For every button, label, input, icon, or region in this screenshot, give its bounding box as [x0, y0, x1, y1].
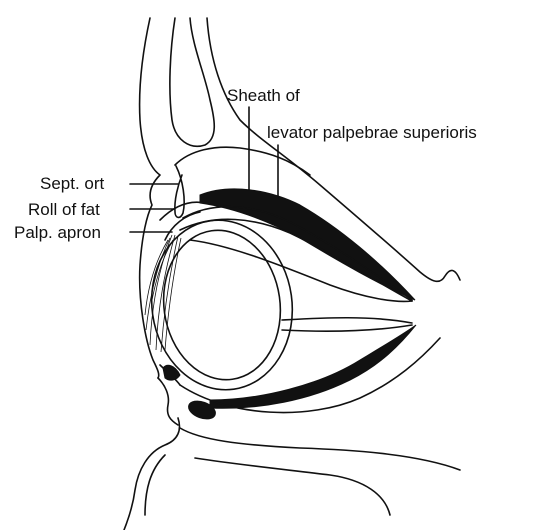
sept-ort-label: Sept. ort: [40, 174, 105, 193]
levator-sheath-band: [200, 189, 415, 300]
roll-of-fat-label: Roll of fat: [28, 200, 100, 219]
sheath-label-line2: levator palpebrae superioris: [267, 123, 477, 142]
palp-apron-label: Palp. apron: [14, 223, 101, 242]
cheek-inner: [145, 455, 165, 515]
optic-nerve-lower: [282, 325, 412, 331]
cheek-lower: [195, 458, 390, 515]
optic-nerve-upper: [282, 318, 412, 323]
inferior-sheath-band: [210, 325, 416, 408]
frontal-sinus-cavity: [170, 18, 214, 146]
orbital-rim-lower: [175, 166, 184, 217]
brow-outer-outline: [140, 18, 160, 378]
eyeball-inner: [154, 223, 290, 388]
sheath-label-line1: Sheath of: [227, 86, 300, 105]
maxilla-inner: [180, 428, 460, 470]
lower-lid-outline: [158, 378, 178, 425]
